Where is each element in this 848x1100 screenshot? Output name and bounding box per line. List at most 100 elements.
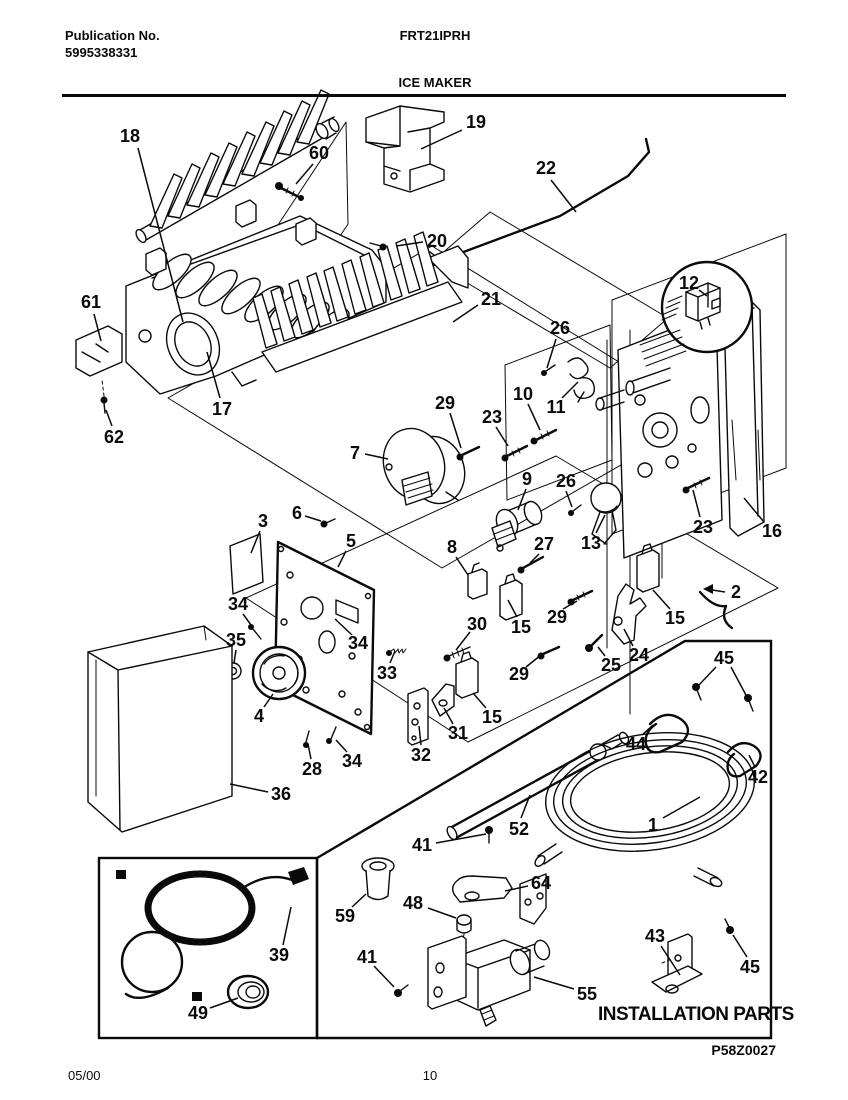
part-39-wire-harness — [116, 867, 309, 1001]
leader-line-41 — [435, 833, 487, 844]
leader-line-45 — [730, 666, 748, 698]
leader-line-48 — [427, 907, 457, 919]
installation-parts-box — [315, 639, 773, 1040]
part-callout-29: 29 — [509, 664, 529, 684]
part-callout-23: 23 — [693, 517, 713, 537]
part-23a-screw — [501, 444, 529, 462]
part-34a-screw — [248, 624, 262, 640]
part-15-switch-a — [499, 573, 523, 621]
part-30-spring-screw — [443, 646, 471, 662]
section-title: ICE MAKER — [398, 75, 472, 90]
leader-line-19 — [420, 129, 463, 150]
part-callout-26: 26 — [556, 471, 576, 491]
part-26a-screw — [541, 364, 556, 376]
part-callout-29: 29 — [435, 393, 455, 413]
part-callout-25: 25 — [601, 655, 621, 675]
leader-line-3 — [250, 530, 261, 554]
part-29c-screw — [537, 645, 561, 660]
part-callout-18: 18 — [120, 126, 140, 146]
part-callout-16: 16 — [762, 521, 782, 541]
part-49-grommet — [226, 974, 270, 1010]
part-callout-36: 36 — [271, 784, 291, 804]
leader-line-34 — [334, 618, 353, 636]
part-28-screw — [303, 730, 310, 748]
part-callout-10: 10 — [513, 384, 533, 404]
part-callout-33: 33 — [377, 663, 397, 683]
leader-line-59 — [351, 893, 367, 908]
leader-line-45 — [732, 934, 748, 958]
part-callout-64: 64 — [531, 873, 551, 893]
part-34c-screw — [326, 726, 337, 744]
leader-line-36 — [229, 783, 269, 793]
leader-line-8 — [455, 556, 469, 576]
part-callout-44: 44 — [626, 734, 646, 754]
part-callout-3: 3 — [258, 511, 268, 531]
part-callout-45: 45 — [740, 957, 760, 977]
part-9-solenoid — [491, 500, 543, 552]
part-callout-8: 8 — [447, 537, 457, 557]
part-callout-15: 15 — [482, 707, 502, 727]
part-callout-9: 9 — [522, 469, 532, 489]
diagram-number: P58Z0027 — [711, 1042, 776, 1058]
part-60-screw — [275, 182, 304, 201]
part-1-tubing-coil — [534, 732, 755, 888]
leader-line-17 — [206, 351, 221, 399]
leader-line-32 — [418, 725, 422, 746]
leader-line-9 — [517, 488, 527, 511]
leader-line-23 — [495, 426, 509, 447]
leader-line-20 — [395, 241, 424, 247]
part-2-hook — [698, 590, 734, 630]
part-16-module-housing — [595, 301, 765, 559]
leader-line-34 — [242, 613, 252, 626]
part-callout-13: 13 — [581, 533, 601, 553]
part-24-lever — [611, 583, 647, 645]
leader-line-55 — [533, 976, 575, 990]
part-callout-24: 24 — [629, 645, 649, 665]
leader-line-29 — [525, 654, 542, 668]
part-61-plate — [75, 325, 123, 377]
part-callout-61: 61 — [81, 292, 101, 312]
leader-line-15 — [472, 692, 487, 709]
part-callout-29: 29 — [547, 607, 567, 627]
part-45-screw-a — [692, 683, 702, 701]
leader-line-16 — [743, 497, 765, 523]
leader-line-61 — [93, 313, 102, 342]
installation-parts-label: INSTALLATION PARTS — [598, 1004, 794, 1025]
leader-line-12 — [698, 289, 708, 297]
part-64-bracket — [451, 875, 513, 903]
part-27-screw — [517, 555, 545, 574]
part-callout-11: 11 — [546, 397, 565, 417]
part-8-switch — [467, 562, 488, 600]
part-callout-34: 34 — [342, 751, 362, 771]
leader-line-39 — [282, 906, 292, 946]
part-callout-49: 49 — [188, 1003, 208, 1023]
part-callout-22: 22 — [536, 158, 556, 178]
leader-line-15 — [652, 589, 671, 610]
leader-line-27 — [529, 553, 540, 564]
part-callout-17: 17 — [212, 399, 232, 419]
part-43-bracket — [651, 933, 703, 994]
leader-line-34 — [335, 739, 348, 753]
leader-line-31 — [443, 707, 454, 725]
part-callout-34: 34 — [348, 633, 368, 653]
part-55-water-valve — [427, 873, 551, 1027]
part-callout-5: 5 — [346, 531, 356, 551]
part-callout-23: 23 — [482, 407, 502, 427]
part-callout-26: 26 — [550, 318, 570, 338]
leader-line-21 — [452, 304, 479, 323]
part-32-bracket — [407, 687, 429, 746]
part-callout-41: 41 — [357, 947, 377, 967]
part-callout-43: 43 — [645, 926, 665, 946]
leader-line-28 — [307, 743, 312, 760]
part-callout-34: 34 — [228, 594, 248, 614]
part-11-clips — [567, 357, 596, 403]
part-callout-39: 39 — [269, 945, 289, 965]
leader-line-45 — [697, 666, 717, 687]
leader-line-60 — [295, 163, 314, 185]
part-13-thermostat — [590, 482, 622, 545]
leader-line-33 — [389, 650, 396, 664]
leader-line-22 — [550, 179, 577, 213]
part-callout-30: 30 — [467, 614, 487, 634]
revision-date: 05/00 — [68, 1068, 101, 1083]
